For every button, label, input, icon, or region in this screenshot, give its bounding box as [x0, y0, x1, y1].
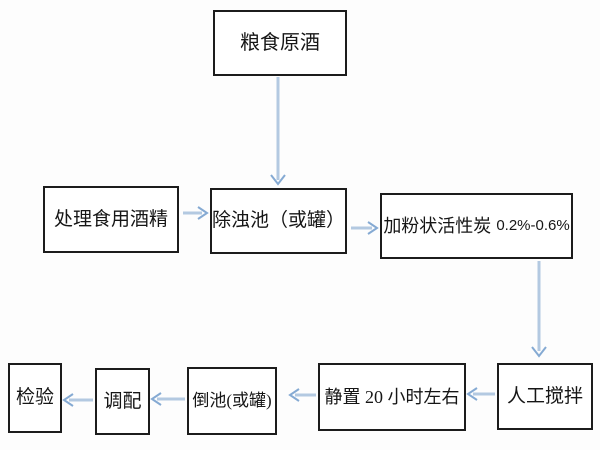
node-label: 加粉状活性炭: [383, 215, 492, 236]
node-settle: 静置 20 小时左右: [318, 363, 466, 431]
node-blend: 调配: [95, 368, 150, 435]
arrow-stir-to-settle: [466, 387, 495, 401]
node-label: 处理食用酒精: [53, 208, 168, 230]
node-label: 粮食原酒: [240, 31, 320, 54]
arrow-carbon-to-stir: [531, 261, 547, 358]
node-label: 调配: [103, 390, 142, 412]
node-value: 0.2%-0.6%: [496, 217, 570, 235]
node-label: 倒池(或罐): [192, 391, 272, 411]
node-inspect: 检验: [8, 363, 62, 433]
arrow-treat-to-pool: [183, 206, 209, 220]
node-activated-carbon: 加粉状活性炭 0.2%-0.6%: [380, 193, 573, 259]
node-label: 检验: [15, 387, 54, 409]
arrow-blend-to-inspect: [62, 393, 93, 407]
arrow-pool-to-carbon: [351, 221, 379, 235]
arrow-settle-to-pour: [288, 388, 316, 402]
node-pour-pool: 倒池(或罐): [187, 367, 277, 435]
node-manual-stir: 人工搅拌: [497, 363, 593, 430]
node-label: 除浊池（或罐）: [212, 210, 346, 232]
node-grain-liquor: 粮食原酒: [213, 10, 347, 76]
node-deturbid-pool: 除浊池（或罐）: [210, 188, 347, 254]
arrow-grain-to-pool: [270, 77, 286, 186]
node-treat-alcohol: 处理食用酒精: [43, 186, 179, 253]
arrow-pour-to-blend: [150, 392, 185, 406]
node-label: 人工搅拌: [506, 385, 583, 407]
node-label: 静置 20 小时左右: [324, 386, 460, 407]
